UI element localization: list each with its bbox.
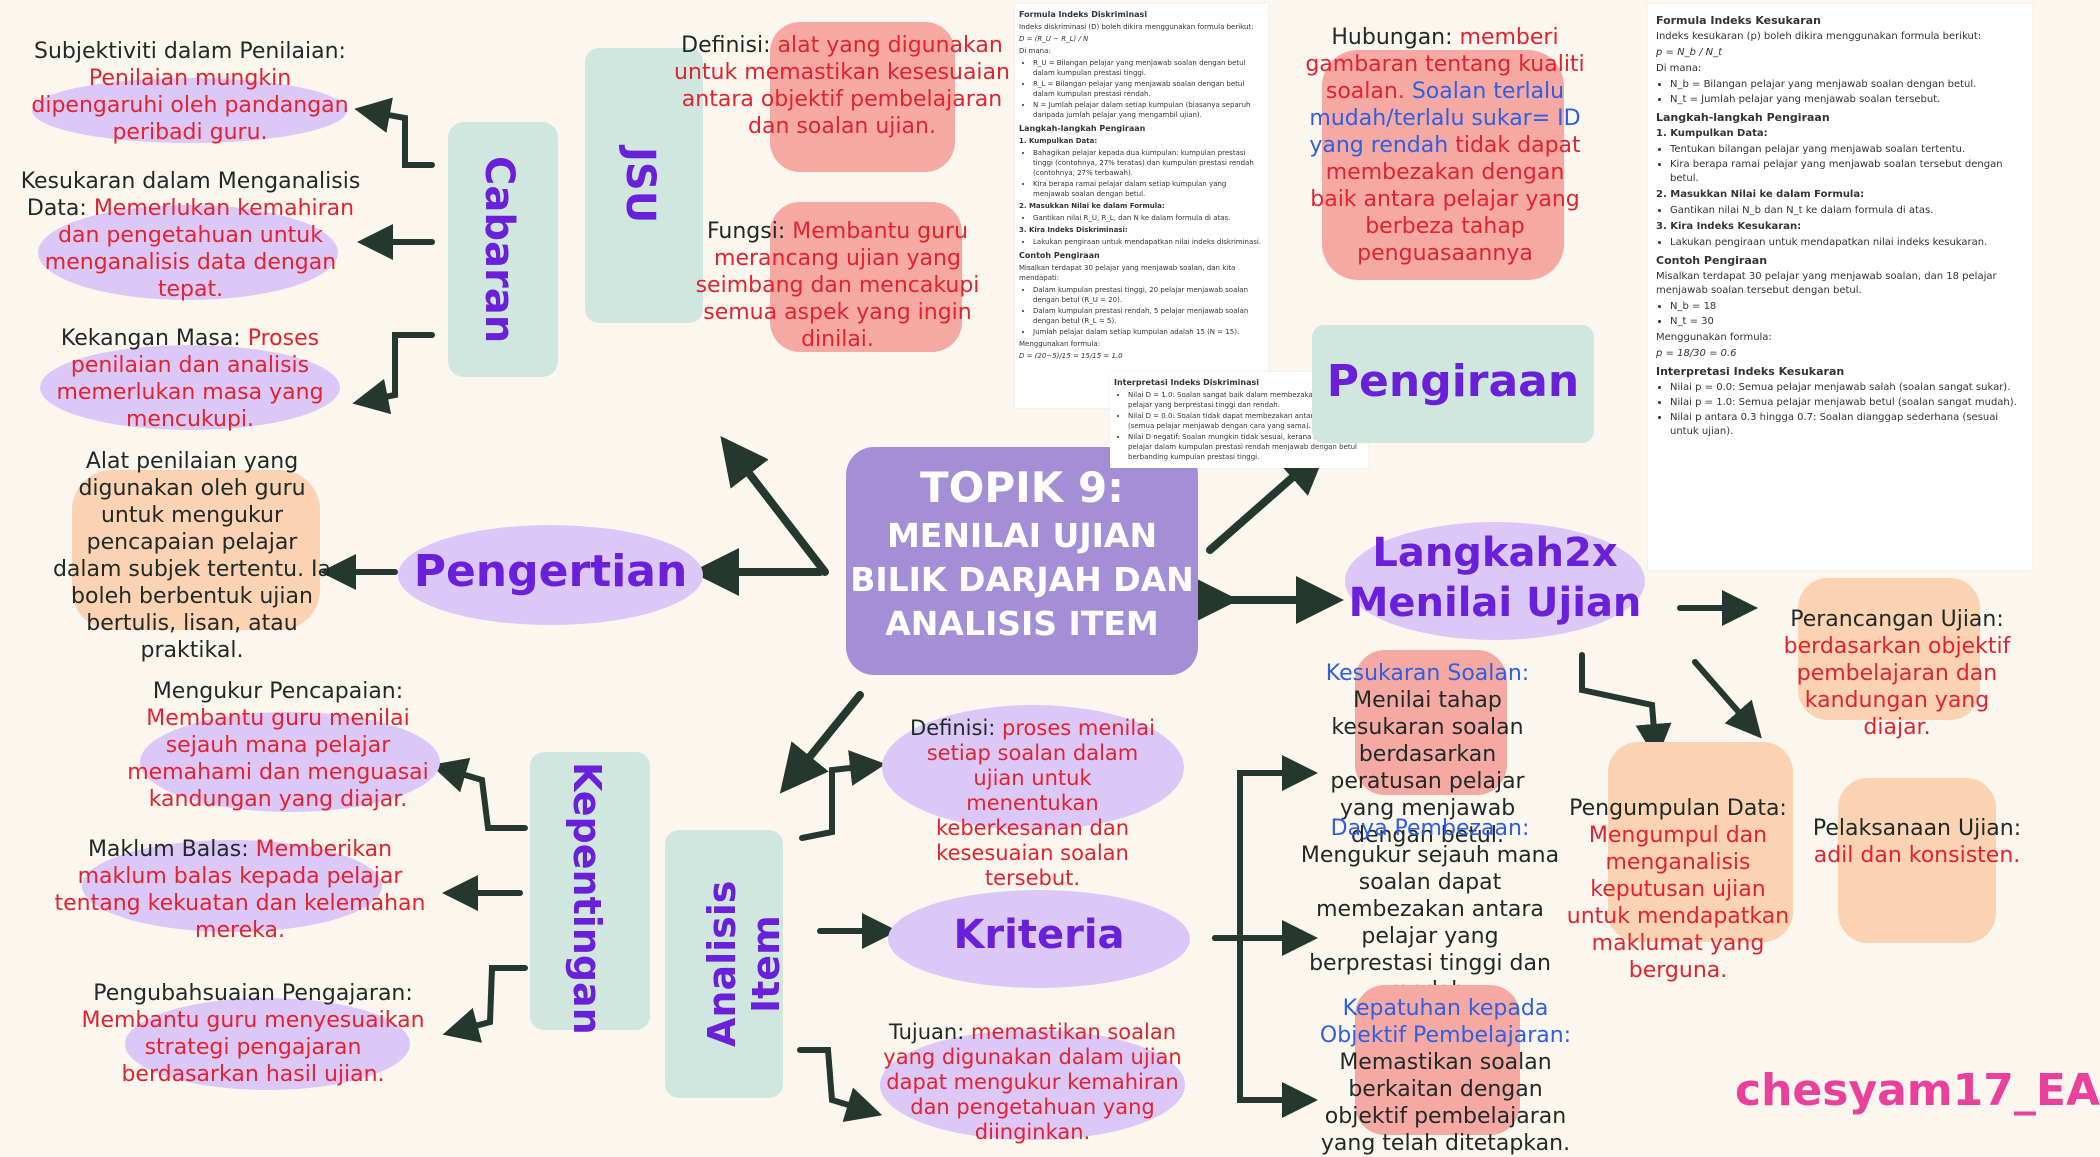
arrow-krit-kesukaran (1212, 755, 1318, 941)
arrow-langkah-pengumpulan (1579, 652, 1672, 760)
cabaran-item3: Kekangan Masa: Proses penilaian dan anal… (56, 326, 324, 432)
cabaran-item1: Subjektiviti dalam Penilaian: Penilaian … (31, 39, 349, 145)
analisis-label: Analisis Item (700, 880, 788, 1048)
author-signature: chesyam17_EA (1735, 1065, 2100, 1116)
cabaran-item3-bg (40, 345, 340, 430)
kep-item2-bg (82, 840, 382, 932)
pengertian-node (398, 525, 703, 625)
analisis-node (665, 830, 783, 1098)
arrow-cabaran-kekangan (352, 332, 435, 415)
kriteria-item1-bg (1355, 650, 1507, 795)
kepentingan-node (530, 752, 650, 1030)
jsu-definisi: Definisi: alat yang digunakan untuk mema… (674, 33, 1010, 139)
analisis-definisi: Definisi: proses menilai setiap soalan d… (910, 716, 1155, 890)
arrow-an-tujuan (797, 1047, 883, 1123)
arrow-to-jsu (720, 435, 829, 576)
arrow-to-pengiraan (1206, 446, 1329, 554)
cabaran-node (448, 122, 558, 377)
central-topic-box (846, 447, 1198, 675)
kriteria-daya: Daya Pembezaan: Mengukur sejauh mana soa… (1300, 816, 1560, 1003)
arrow-langkah-pelaksanaan (1692, 659, 1762, 739)
arrow-to-analisis (779, 691, 864, 794)
langkah-node (1345, 522, 1645, 640)
pengertian-text: Alat penilaian yang digunakan oleh guru … (52, 449, 332, 663)
central-topic-title: TOPIK 9: MENILAI UJIAN BILIK DARJAH DAN … (850, 463, 1194, 643)
kriteria-label: Kriteria (953, 912, 1125, 958)
connector-arrows (320, 97, 1762, 1123)
perancangan-bg (1798, 578, 1980, 720)
arrow-kep-mengukur (430, 757, 528, 831)
jsu-label: JSU (617, 146, 663, 224)
arrow-an-definisi (799, 750, 886, 841)
kep-item3-bg (125, 998, 410, 1090)
panel-indeks-kesukaran: Formula Indeks Kesukaran Indeks kesukara… (1648, 4, 2032, 570)
cabaran-label: Cabaran (476, 156, 522, 344)
kepentingan-item1: Mengukur Pencapaian: Membantu guru menil… (127, 679, 429, 812)
kep-item1-bg (140, 712, 440, 812)
cabaran-item2-bg (38, 205, 338, 300)
kriteria-kepatuhan: Kepatuhan kepada Objektif Pembelajaran: … (1319, 996, 1572, 1156)
pengertian-bg (72, 470, 320, 630)
langkah-label: Langkah2x Menilai Ujian (1348, 530, 1642, 626)
panel-indeks-diskriminasi: Formula Indeks Diskriminasi Indeks diskr… (1015, 4, 1268, 408)
jsu-definisi-bg (770, 22, 955, 172)
kepentingan-item3: Pengubahsuaian Pengajaran: Membantu guru… (81, 981, 425, 1087)
arrow-kep-pengubah (442, 965, 528, 1043)
kriteria-item3-bg (1355, 985, 1520, 1135)
analisis-tujuan-bg (880, 1030, 1185, 1140)
kepentingan-label: Kepentingan (565, 762, 609, 1035)
pengiraan-label: Pengiraan (1326, 356, 1580, 407)
langkah-perancangan: Perancangan Ujian: berdasarkan objektif … (1783, 607, 2011, 740)
kepentingan-item2: Maklum Balas: Memberikan maklum balas ke… (54, 837, 426, 943)
jsu-fungsi-bg (770, 202, 962, 352)
kriteria-kesukaran: Kesukaran Soalan: Menilai tahap kesukara… (1325, 661, 1530, 848)
cabaran-item2: Kesukaran dalam Menganalisis Data: Memer… (20, 169, 361, 302)
jsu-fungsi: Fungsi: Membantu guru merancang ujian ya… (695, 219, 980, 352)
jsu-node (585, 48, 703, 323)
pengumpulan-bg (1608, 742, 1793, 942)
kriteria-node (888, 890, 1190, 988)
arrow-cabaran-subjektiviti (354, 97, 435, 168)
pengiraan-node (1312, 325, 1594, 443)
arrow-krit-kepatuhan (1237, 935, 1318, 1118)
langkah-pengumpulan: Pengumpulan Data: Mengumpul dan menganal… (1566, 796, 1790, 983)
pelaksanaan-bg (1838, 778, 1996, 943)
analisis-definisi-bg (882, 705, 1184, 830)
hubungan-text: Hubungan: memberi gambaran tentang kuali… (1305, 25, 1585, 266)
pengertian-label: Pengertian (413, 546, 688, 597)
cabaran-item1-bg (32, 78, 347, 143)
langkah-pelaksanaan: Pelaksanaan Ujian: adil dan konsisten. (1812, 816, 2022, 868)
hubungan-bg (1322, 50, 1564, 280)
analisis-tujuan: Tujuan: memastikan soalan yang digunakan… (883, 1020, 1182, 1144)
